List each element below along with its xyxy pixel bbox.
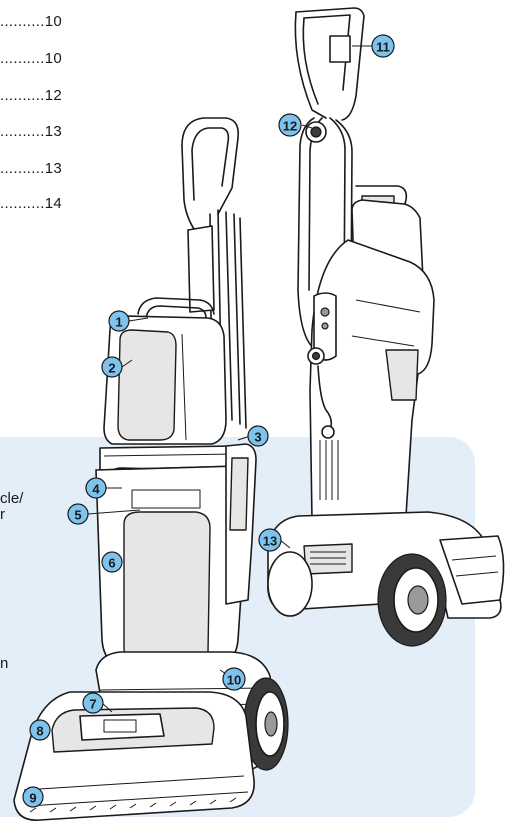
callout-number: 2	[108, 361, 115, 376]
front-view-machine	[13, 117, 289, 821]
callout-11: 11	[371, 34, 395, 58]
callout-6: 6	[101, 551, 123, 573]
rear-view-machine	[267, 7, 505, 647]
callout-8: 8	[29, 719, 51, 741]
callout-number: 3	[254, 430, 261, 445]
callout-12: 12	[278, 113, 302, 137]
panel-text-fragment: r	[0, 506, 5, 523]
callout-number: 9	[29, 791, 36, 806]
callout-number: 8	[36, 724, 43, 739]
callout-13: 13	[258, 528, 282, 552]
callout-number: 1	[115, 315, 122, 330]
callout-10: 10	[222, 667, 246, 691]
panel-text-fragment: n	[0, 655, 9, 672]
toc-row[interactable]: ..........13	[0, 123, 62, 140]
callout-number: 10	[227, 673, 241, 688]
callout-number: 4	[92, 482, 100, 497]
callout-number: 12	[283, 119, 297, 134]
callout-number: 5	[74, 508, 81, 523]
toc-row[interactable]: ..........12	[0, 87, 62, 104]
callout-number: 7	[89, 697, 96, 712]
callout-number: 11	[376, 40, 390, 55]
callout-7: 7	[82, 692, 104, 714]
toc-row[interactable]: ..........14	[0, 195, 62, 212]
callout-3: 3	[247, 425, 269, 447]
toc-row[interactable]: ..........10	[0, 50, 62, 67]
toc-row[interactable]: ..........13	[0, 160, 62, 177]
toc-row[interactable]: ..........10	[0, 13, 62, 30]
callout-1: 1	[108, 310, 130, 332]
callout-2: 2	[101, 356, 123, 378]
callout-9: 9	[22, 786, 44, 808]
panel-text-fragment: cle/	[0, 490, 24, 507]
callout-5: 5	[67, 503, 89, 525]
callout-4: 4	[85, 477, 107, 499]
callout-number: 6	[108, 556, 115, 571]
callout-number: 13	[263, 534, 277, 549]
